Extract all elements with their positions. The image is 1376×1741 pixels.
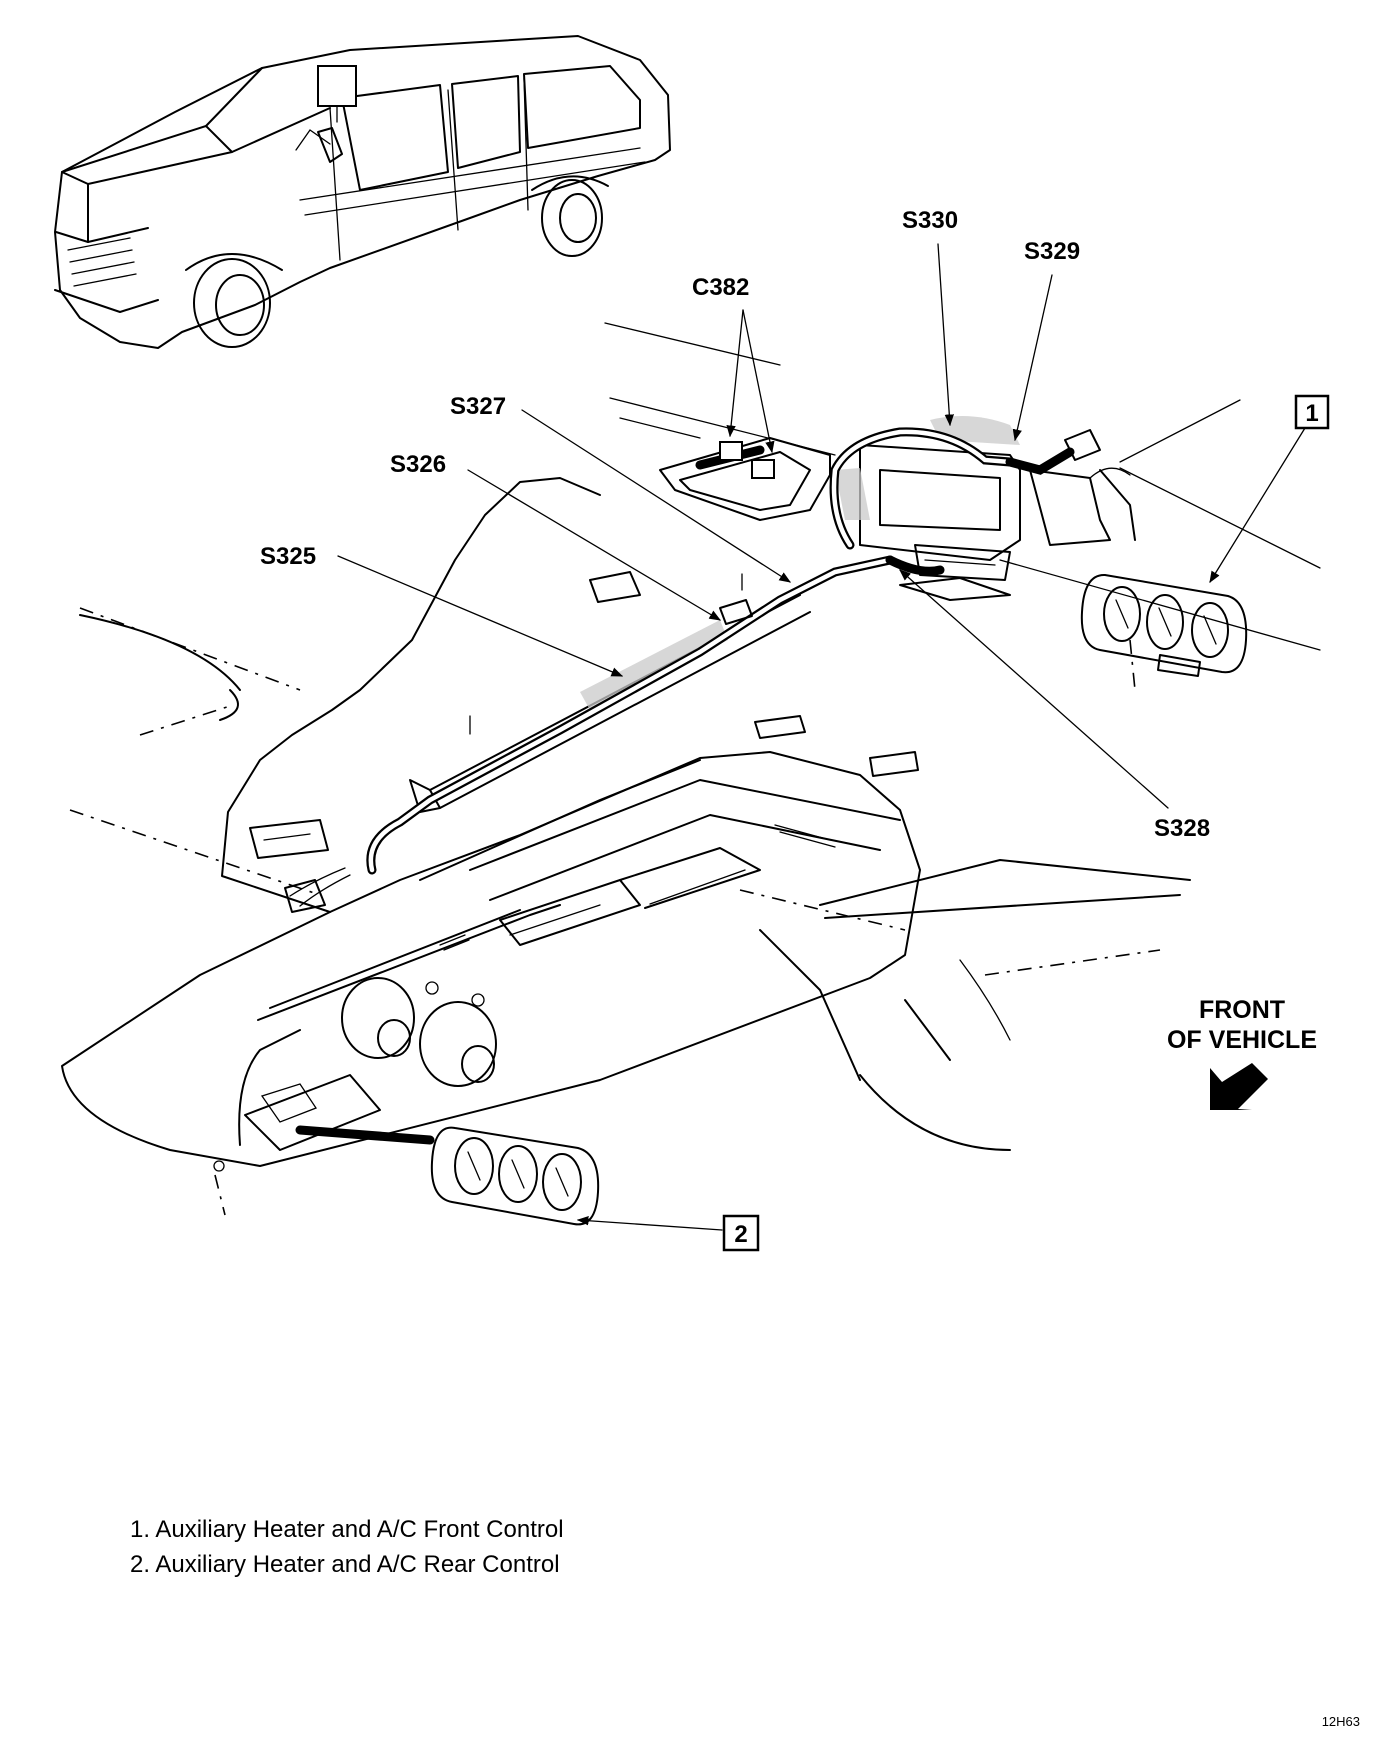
location-indicator-box	[317, 65, 357, 107]
label-c382: C382	[692, 274, 749, 301]
label-s328: S328	[1154, 815, 1210, 842]
figure-code: 12H63	[1322, 1714, 1360, 1729]
legend-item-2: 2. Auxiliary Heater and A/C Rear Control	[130, 1551, 560, 1578]
label-s327: S327	[450, 393, 506, 420]
rear-control-panel	[295, 1125, 600, 1226]
marker-1-label: 1	[1305, 400, 1318, 427]
marker-1: 1	[1294, 394, 1330, 430]
marker-2-label: 2	[734, 1221, 747, 1248]
front-control-panel	[1080, 573, 1248, 677]
marker-2: 2	[722, 1214, 760, 1252]
vehicle-locator-illustration	[54, 35, 671, 349]
legend-item-1: 1. Auxiliary Heater and A/C Front Contro…	[130, 1516, 564, 1543]
label-s329: S329	[1024, 238, 1080, 265]
front-direction-arrow-icon	[1210, 1063, 1268, 1110]
label-s326: S326	[390, 451, 446, 478]
front-of-vehicle-line2: OF VEHICLE	[1167, 1026, 1317, 1054]
headliner-illustration	[61, 322, 1321, 1216]
front-of-vehicle-line1: FRONT	[1199, 996, 1285, 1024]
callout-leaders	[337, 243, 1306, 1231]
label-s325: S325	[260, 543, 316, 570]
label-s330: S330	[902, 207, 958, 234]
